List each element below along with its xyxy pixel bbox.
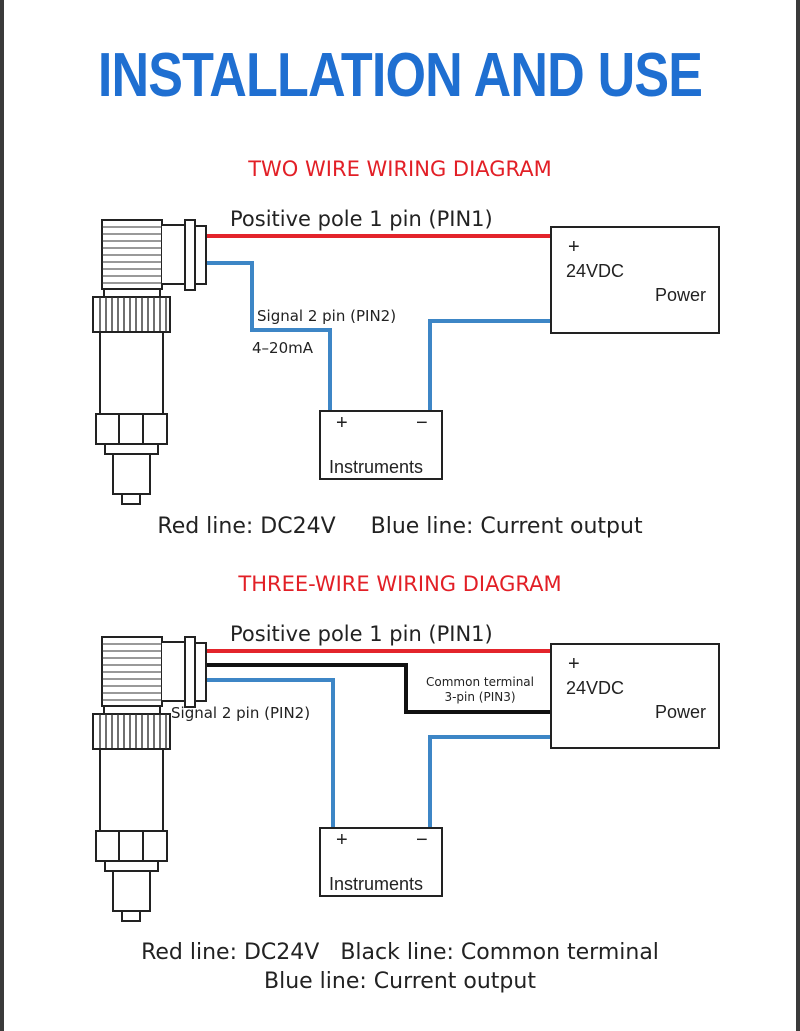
caption-black-line: Black line: Common terminal (340, 940, 659, 965)
pin3-label-line1: Common terminal (426, 675, 534, 689)
caption-blue-line: Blue line: Current output (370, 514, 643, 539)
two-wire-diagram: TWO WIRE WIRING DIAGRAM (0, 140, 800, 580)
black-wire (206, 663, 551, 714)
instruments-label: Instruments (329, 874, 424, 894)
power-label: Power (655, 702, 707, 722)
power-box (550, 643, 720, 749)
caption-red-line: Red line: DC24V (141, 940, 320, 965)
instruments-box (319, 410, 443, 480)
instruments-label: Instruments (329, 457, 424, 477)
current-range-label: 4–20mA (252, 339, 314, 357)
power-voltage-label: 24VDC (566, 678, 625, 698)
pin3-label-line2: 3-pin (PIN3) (444, 690, 516, 704)
caption-blue-line: Blue line: Current output (264, 969, 536, 994)
three-wire-caption-line1: Red line: DC24V Black line: Common termi… (0, 938, 800, 967)
instrument-minus-sign: − (416, 412, 428, 434)
instrument-plus-sign: + (336, 412, 348, 434)
three-wire-diagram: THREE-WIRE WIRING DIAGRAM (0, 555, 800, 995)
blue-wire-signal (206, 261, 332, 414)
instrument-minus-sign: − (416, 829, 428, 851)
two-wire-caption: Red line: DC24V Blue line: Current outpu… (0, 512, 800, 541)
pin2-label: Signal 2 pin (PIN2) (171, 704, 311, 722)
two-wire-title: TWO WIRE WIRING DIAGRAM (248, 157, 552, 181)
caption-red-line: Red line: DC24V (157, 514, 336, 539)
pin1-label: Positive pole 1 pin (PIN1) (230, 207, 493, 231)
right-border (796, 0, 800, 1031)
two-wire-schematic (92, 219, 720, 505)
blue-wire-return (428, 319, 551, 414)
pressure-sensor-icon (92, 219, 207, 505)
three-wire-caption-line2: Blue line: Current output (0, 967, 800, 996)
power-voltage-label: 24VDC (566, 261, 625, 281)
left-border (0, 0, 4, 1031)
instruments-box (319, 827, 443, 897)
pin3-label: Common terminal 3-pin (PIN3) (413, 675, 547, 705)
power-plus-sign: + (568, 236, 580, 258)
three-wire-schematic (92, 636, 720, 922)
power-label: Power (655, 285, 707, 305)
pin2-label: Signal 2 pin (PIN2) (257, 307, 397, 325)
blue-wire-return (428, 735, 551, 829)
pressure-sensor-icon (92, 636, 207, 922)
page-title: INSTALLATION AND USE (97, 41, 703, 110)
instrument-plus-sign: + (336, 829, 348, 851)
blue-wire-signal (206, 678, 335, 829)
three-wire-title: THREE-WIRE WIRING DIAGRAM (238, 572, 562, 596)
power-box (550, 226, 720, 334)
power-plus-sign: + (568, 653, 580, 675)
pin1-label: Positive pole 1 pin (PIN1) (230, 622, 493, 646)
